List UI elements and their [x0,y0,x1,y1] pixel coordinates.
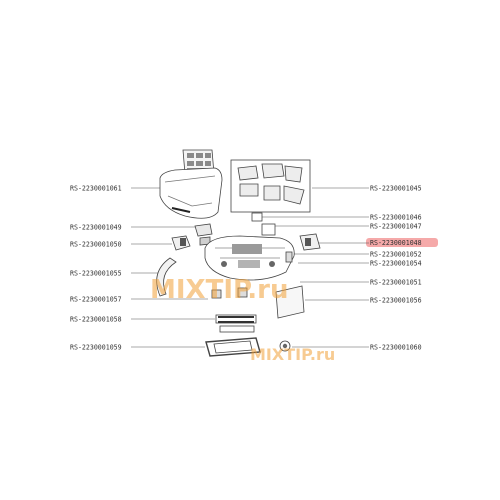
side-block-part [194,223,213,246]
part-label-1061[interactable]: RS-2230001061 [70,185,122,193]
part-label-1054[interactable]: RS-2230001054 [370,260,422,268]
watermark-text-2: MIXTIP.ru [250,345,335,364]
part-label-1049[interactable]: RS-2230001049 [70,224,122,232]
roller-brush-part [215,314,257,333]
part-label-1047[interactable]: RS-2230001047 [370,223,422,231]
part-label-1050[interactable]: RS-2230001050 [70,241,122,249]
brush-cover-part [205,337,261,357]
left-labels: RS-2230001061 RS-2230001049 RS-223000105… [70,185,122,352]
part-label-1057[interactable]: RS-2230001057 [70,296,122,304]
caster-wheel-part [279,340,291,352]
left-wheel-part [171,235,191,251]
right-labels: RS-2230001045 RS-2230001046 RS-223000104… [370,185,422,352]
part-label-1048[interactable]: RS-2230001048 [370,239,422,247]
watermark-logo: MIXTIP.ru MIXTIP.ru [150,275,335,364]
bumper-part [156,257,177,297]
filter-part [182,149,215,175]
leader-lines [131,187,369,348]
square-plate-part [261,223,276,236]
clip-part [285,251,293,263]
part-label-1052[interactable]: RS-2230001052 [370,251,422,259]
part-label-1055[interactable]: RS-2230001055 [70,270,122,278]
right-wheel-part [299,233,321,251]
part-label-1060[interactable]: RS-2230001060 [370,344,422,352]
main-chassis-part [204,235,295,281]
dust-bin-part [159,167,223,219]
mop-plate-part [275,285,305,319]
part-label-1059[interactable]: RS-2230001059 [70,344,122,352]
parts [156,149,321,357]
brush-part [211,287,248,299]
watermark-text-1: MIXTIP.ru [150,275,289,305]
part-label-1046[interactable]: RS-2230001046 [370,214,422,222]
part-label-1056[interactable]: RS-2230001056 [370,297,422,305]
part-label-1051[interactable]: RS-2230001051 [370,279,422,287]
bracket-part [251,212,263,222]
part-label-1058[interactable]: RS-2230001058 [70,316,122,324]
boxed-assembly-part [230,159,311,213]
selected-part-highlight [366,238,438,247]
part-label-1045[interactable]: RS-2230001045 [370,185,422,193]
